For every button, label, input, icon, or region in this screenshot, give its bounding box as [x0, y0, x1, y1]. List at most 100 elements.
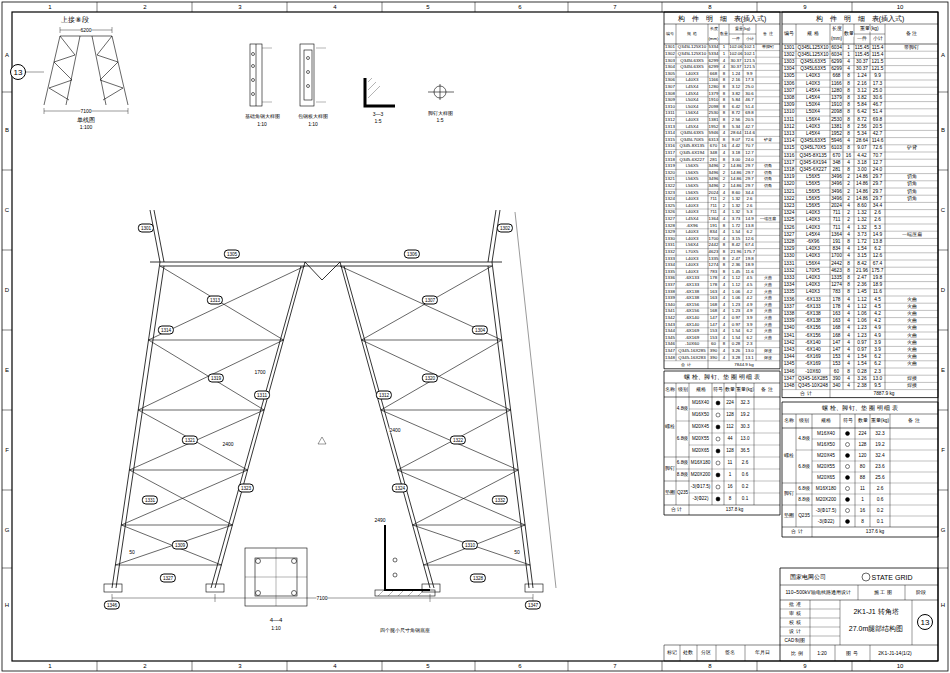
table-cell: -3(Φ22) [693, 497, 709, 502]
title-block-text: 施 工 图 [874, 590, 892, 595]
title-block-text: 比 例 [791, 651, 802, 656]
table-cell: 垫圈 [665, 491, 675, 496]
table-cell: -3(Φ17.5) [816, 508, 837, 513]
grid-ref: 6 [518, 4, 521, 10]
table-rule [780, 600, 938, 601]
table-header: 规格 [821, 419, 831, 424]
title-block-text: 27.0m腿部结构图 [849, 625, 903, 632]
table-cell: 1 [729, 473, 732, 478]
table-header: 编号 [666, 32, 674, 36]
table-cell: 29.7 [745, 184, 754, 188]
table-cell: 1166 [709, 78, 718, 82]
table-remark: 铲背 [907, 146, 917, 151]
table-cell: 175.7 [744, 250, 755, 254]
table-remark: 火曲 [764, 309, 772, 313]
table-cell: 711 [833, 225, 841, 230]
table-rule [689, 409, 780, 410]
table-rule [938, 568, 939, 661]
table-cell: 3.82 [857, 96, 866, 101]
callout-text: 13 [921, 618, 930, 627]
table-cell: 1.54 [732, 230, 741, 234]
title-block-text: 设 计 [789, 629, 800, 634]
table-cell: 4 [723, 322, 725, 326]
title-block-text: CAD 制图 [785, 638, 806, 643]
table-total: 合 计 [671, 508, 682, 513]
table-cell: 115.45 [855, 45, 869, 50]
callout-number: 1309 [172, 541, 188, 550]
table-cell: M16X40 [817, 431, 835, 436]
table-cell: 8 [723, 118, 725, 122]
table-cell: 24.0 [745, 157, 754, 161]
table-title: 螺 栓、脚 钉、垫 圈 明 细 表 [822, 405, 898, 411]
table-cell: -6X133 [805, 304, 820, 309]
table-cell: 80 [860, 464, 865, 469]
table-rule [812, 472, 938, 473]
table-rule [870, 414, 871, 527]
table-cell: L40X3 [686, 236, 699, 240]
grid-ref: 1 [48, 4, 51, 10]
table-rule [782, 414, 938, 415]
table-cell: 42.7 [745, 124, 754, 128]
table-cell: 19.8 [745, 256, 754, 260]
table-cell: 3496 [831, 196, 842, 201]
table-cell: 3496 [831, 189, 842, 194]
table-cell: 46.7 [745, 98, 754, 102]
table-rule [676, 421, 689, 422]
table-cell: 1364 [709, 217, 719, 221]
table-cell: 1339 [784, 319, 795, 324]
grid-ref: 7 [613, 663, 616, 669]
table-rule [780, 568, 938, 569]
table-cell: L40X3 [806, 283, 820, 288]
table-cell: Q345L63X5 [680, 131, 703, 135]
table-cell: 8 [847, 276, 850, 281]
table-remark: 切角 [764, 170, 772, 174]
table-cell: 1310 [665, 104, 675, 108]
grid-ref: 4 [333, 663, 336, 669]
table-rule [885, 24, 886, 390]
table-cell: 14.86 [731, 164, 742, 168]
table-cell: 1.24 [857, 74, 866, 79]
bolt-symbol [716, 413, 720, 417]
table-cell: 670 [710, 144, 717, 148]
table-rule [689, 433, 780, 434]
table-cell: 28.64 [856, 139, 868, 144]
table-rule [782, 12, 938, 13]
table-cell: 1338 [784, 312, 795, 317]
table-cell: -6X169 [805, 355, 820, 360]
table-cell: 1319 [784, 175, 795, 180]
table-cell: 19.8 [873, 276, 882, 281]
table-cell: 2.6 [877, 486, 884, 491]
table-cell: 1316 [665, 144, 675, 148]
table-cell: 711 [833, 211, 841, 216]
bolt-symbol [716, 497, 720, 501]
title-block-text: 国家电网公司 [790, 574, 826, 580]
table-cell: 348 [710, 151, 717, 155]
table-cell: 1.12 [857, 297, 866, 302]
table-cell: 114.6 [872, 139, 884, 144]
table-cell: 30.6 [745, 91, 754, 95]
table-cell: 8.72 [857, 117, 866, 122]
drawing-label: 7100 [80, 109, 91, 114]
table-cell: 1306 [784, 81, 795, 86]
table-cell: 147 [832, 348, 840, 353]
table-cell: 2.56 [732, 118, 741, 122]
table-cell: 36.5 [741, 449, 750, 454]
table-cell: 4.2 [746, 296, 752, 300]
table-cell: L56X5 [686, 184, 699, 188]
table-header: 级别 [799, 419, 809, 424]
table-cell: 4 [847, 60, 850, 65]
table-cell: 834 [710, 230, 717, 234]
bolt-symbol [846, 476, 850, 480]
grid-ref: H [5, 602, 9, 608]
table-cell: 1322 [784, 196, 795, 201]
table-cell: 4 [847, 326, 850, 331]
table-cell: 1321 [665, 177, 675, 181]
table-cell: 8.60 [732, 190, 741, 194]
title-block-text: 处数 [683, 651, 693, 656]
callout-number: 1310 [462, 541, 478, 550]
table-cell: 168 [710, 309, 717, 313]
table-cell: 6299 [709, 65, 719, 69]
table-cell: 8 [847, 117, 850, 122]
table-header: 长度 [710, 27, 718, 31]
table-cell: 281 [710, 157, 717, 161]
